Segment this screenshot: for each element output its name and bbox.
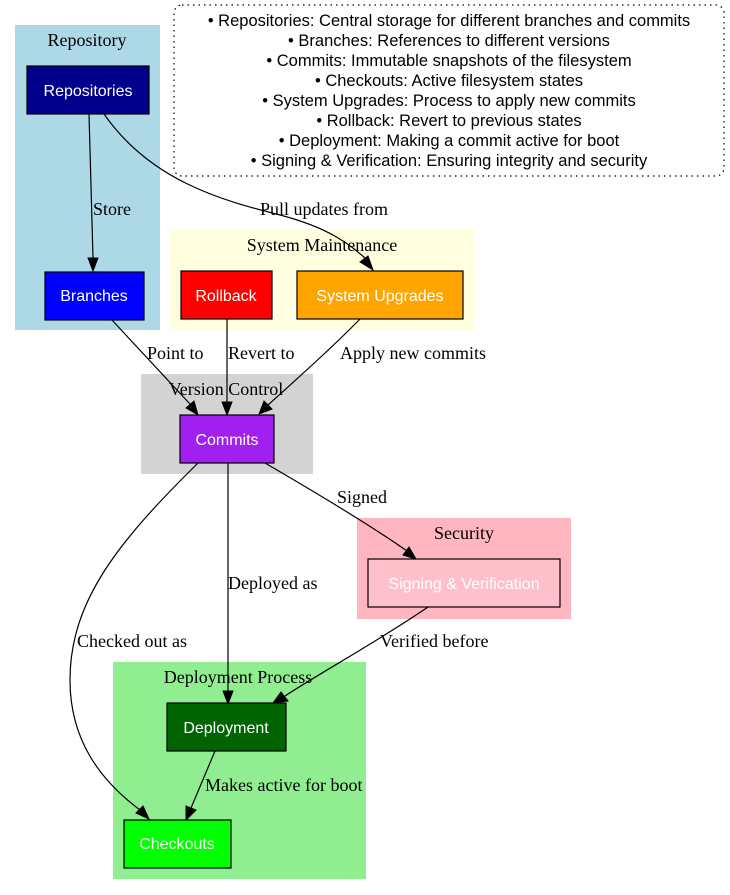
node-commits-label: Commits [195,432,258,449]
edge-label-point-to: Point to [147,343,204,363]
edge-deployed-as: Deployed as [222,463,317,706]
legend-item: • Branches: References to different vers… [288,32,610,50]
node-branches[interactable]: Branches [44,271,145,321]
cluster-repository-label: Repository [48,30,127,50]
edge-point-to: Point to [110,318,204,417]
legend-item: • System Upgrades: Process to apply new … [262,92,636,110]
cluster-system-maintenance-label: System Maintenance [247,235,397,255]
edge-label-verified-before: Verified before [380,631,488,651]
edge-makes-active: Makes active for boot [185,750,362,822]
node-signing-verification[interactable]: Signing & Verification [367,558,561,608]
edge-label-pull-updates: Pull updates from [260,199,388,219]
edge-signed: Signed [264,462,418,560]
legend-box: • Repositories: Central storage for diff… [173,4,725,177]
node-deployment[interactable]: Deployment [166,702,287,752]
edge-label-makes-active: Makes active for boot [205,775,362,795]
edge-checked-out-as: Checked out as [69,462,199,821]
edge-label-store: Store [93,199,131,219]
legend-item: • Deployment: Making a commit active for… [279,132,620,150]
node-deployment-label: Deployment [183,720,269,737]
legend-item: • Signing & Verification: Ensuring integ… [251,152,648,170]
node-repositories[interactable]: Repositories [26,65,150,115]
node-signing-verification-label: Signing & Verification [388,576,539,593]
node-checkouts[interactable]: Checkouts [123,819,232,869]
node-branches-label: Branches [60,288,128,305]
node-repositories-label: Repositories [44,83,133,100]
node-commits[interactable]: Commits [179,414,275,464]
legend-item: • Repositories: Central storage for diff… [208,12,690,30]
cluster-deployment-process-label: Deployment Process [164,667,312,687]
node-system-upgrades-label: System Upgrades [316,288,443,305]
cluster-version-control-label: Version Control [169,379,284,399]
node-rollback-label: Rollback [195,288,257,305]
edge-label-apply-commits: Apply new commits [340,343,486,363]
node-system-upgrades[interactable]: System Upgrades [296,270,464,320]
edge-label-deployed-as: Deployed as [228,573,317,593]
edge-label-revert-to: Revert to [228,343,294,363]
legend-item: • Commits: Immutable snapshots of the fi… [266,52,631,70]
node-rollback[interactable]: Rollback [180,270,273,320]
edge-label-checked-out-as: Checked out as [77,631,187,651]
cluster-security-label: Security [434,523,494,543]
edge-verified-before: Verified before [271,606,488,704]
edge-revert-to: Revert to [221,319,294,417]
edge-pull-updates: Pull updates from [103,113,388,272]
edge-store: Store [87,113,131,273]
legend-item: • Checkouts: Active filesystem states [315,72,583,90]
edge-label-signed: Signed [337,487,387,507]
legend-item: • Rollback: Revert to previous states [316,112,581,130]
edge-apply-commits: Apply new commits [258,318,486,415]
node-checkouts-label: Checkouts [139,836,215,853]
